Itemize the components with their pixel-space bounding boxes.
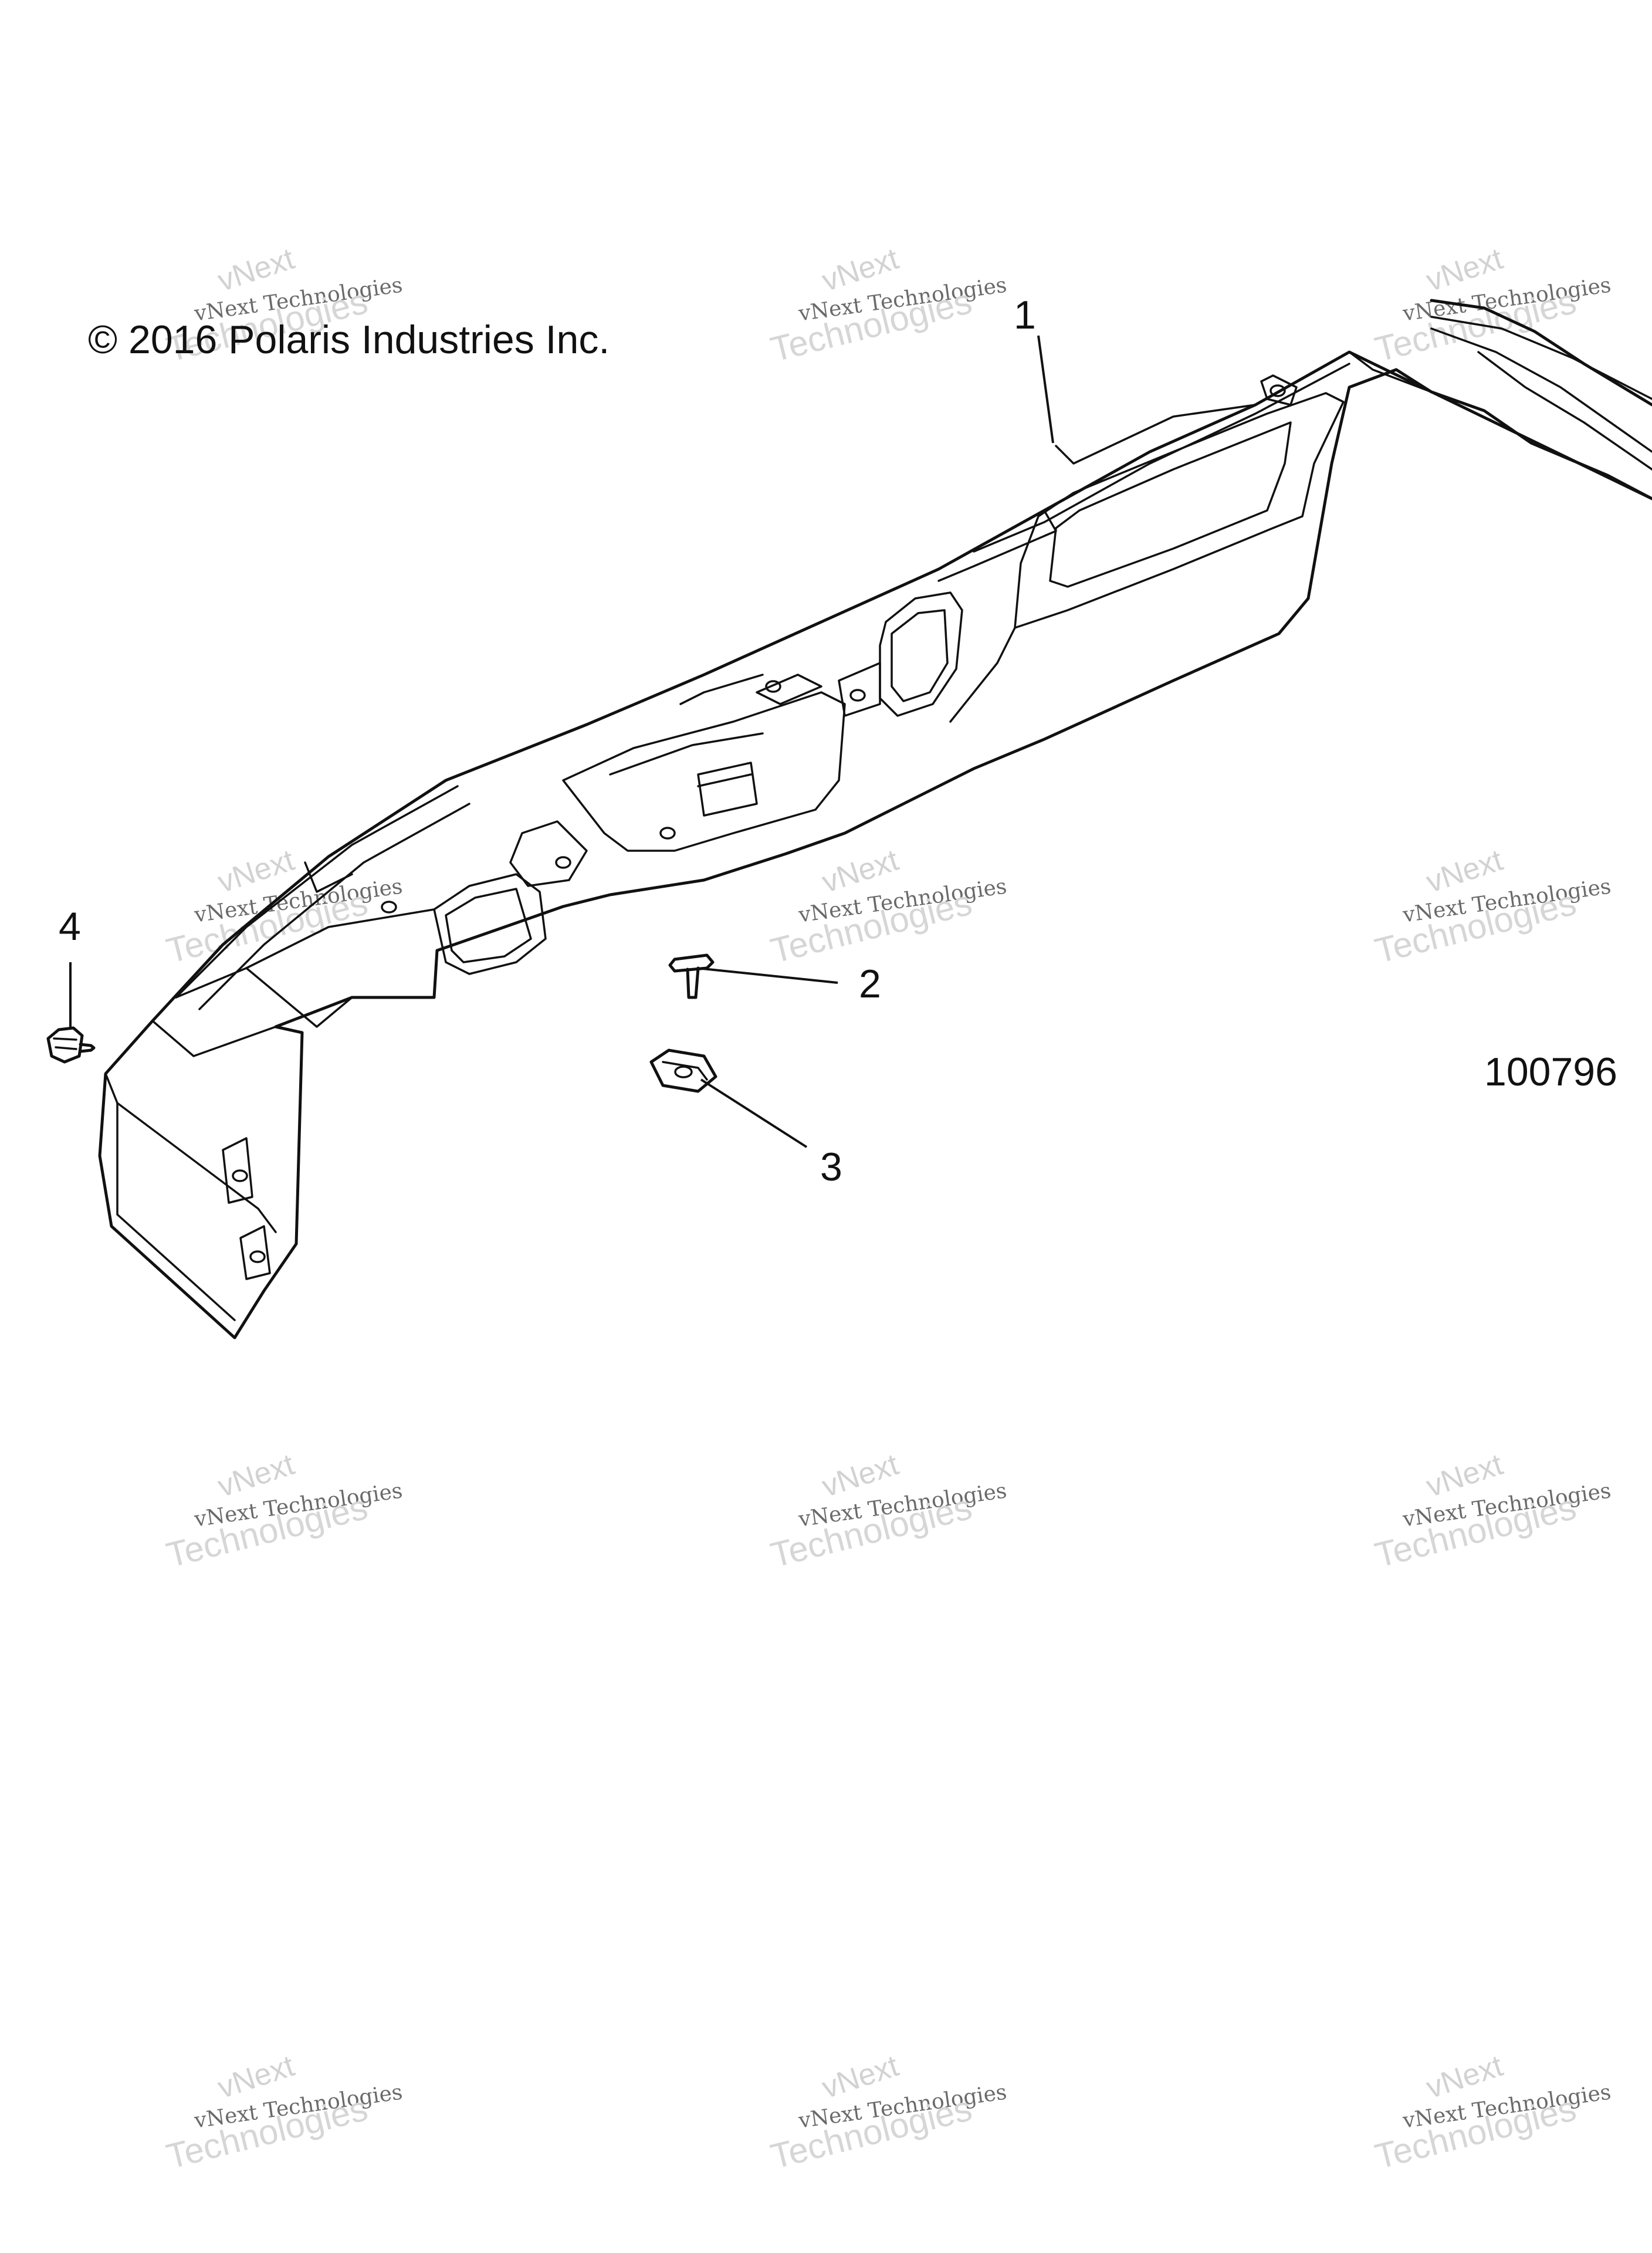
leader-line-2: [696, 967, 838, 984]
leader-line-3: [700, 1078, 808, 1148]
part-3-clip: [649, 1048, 717, 1093]
callout-1: 1: [1014, 293, 1036, 337]
copyright-notice: © 2016 Polaris Industries Inc.: [88, 317, 610, 362]
callout-2: 2: [859, 962, 881, 1006]
part-4-push-rivet: [46, 1026, 96, 1064]
callout-4: 4: [59, 904, 81, 949]
part-2-bolt: [668, 953, 715, 999]
document-number: 100796: [1484, 1050, 1617, 1094]
part-1-trim-panel: [98, 299, 1652, 1339]
callout-3: 3: [820, 1145, 842, 1189]
leader-line-1: [1037, 335, 1054, 444]
